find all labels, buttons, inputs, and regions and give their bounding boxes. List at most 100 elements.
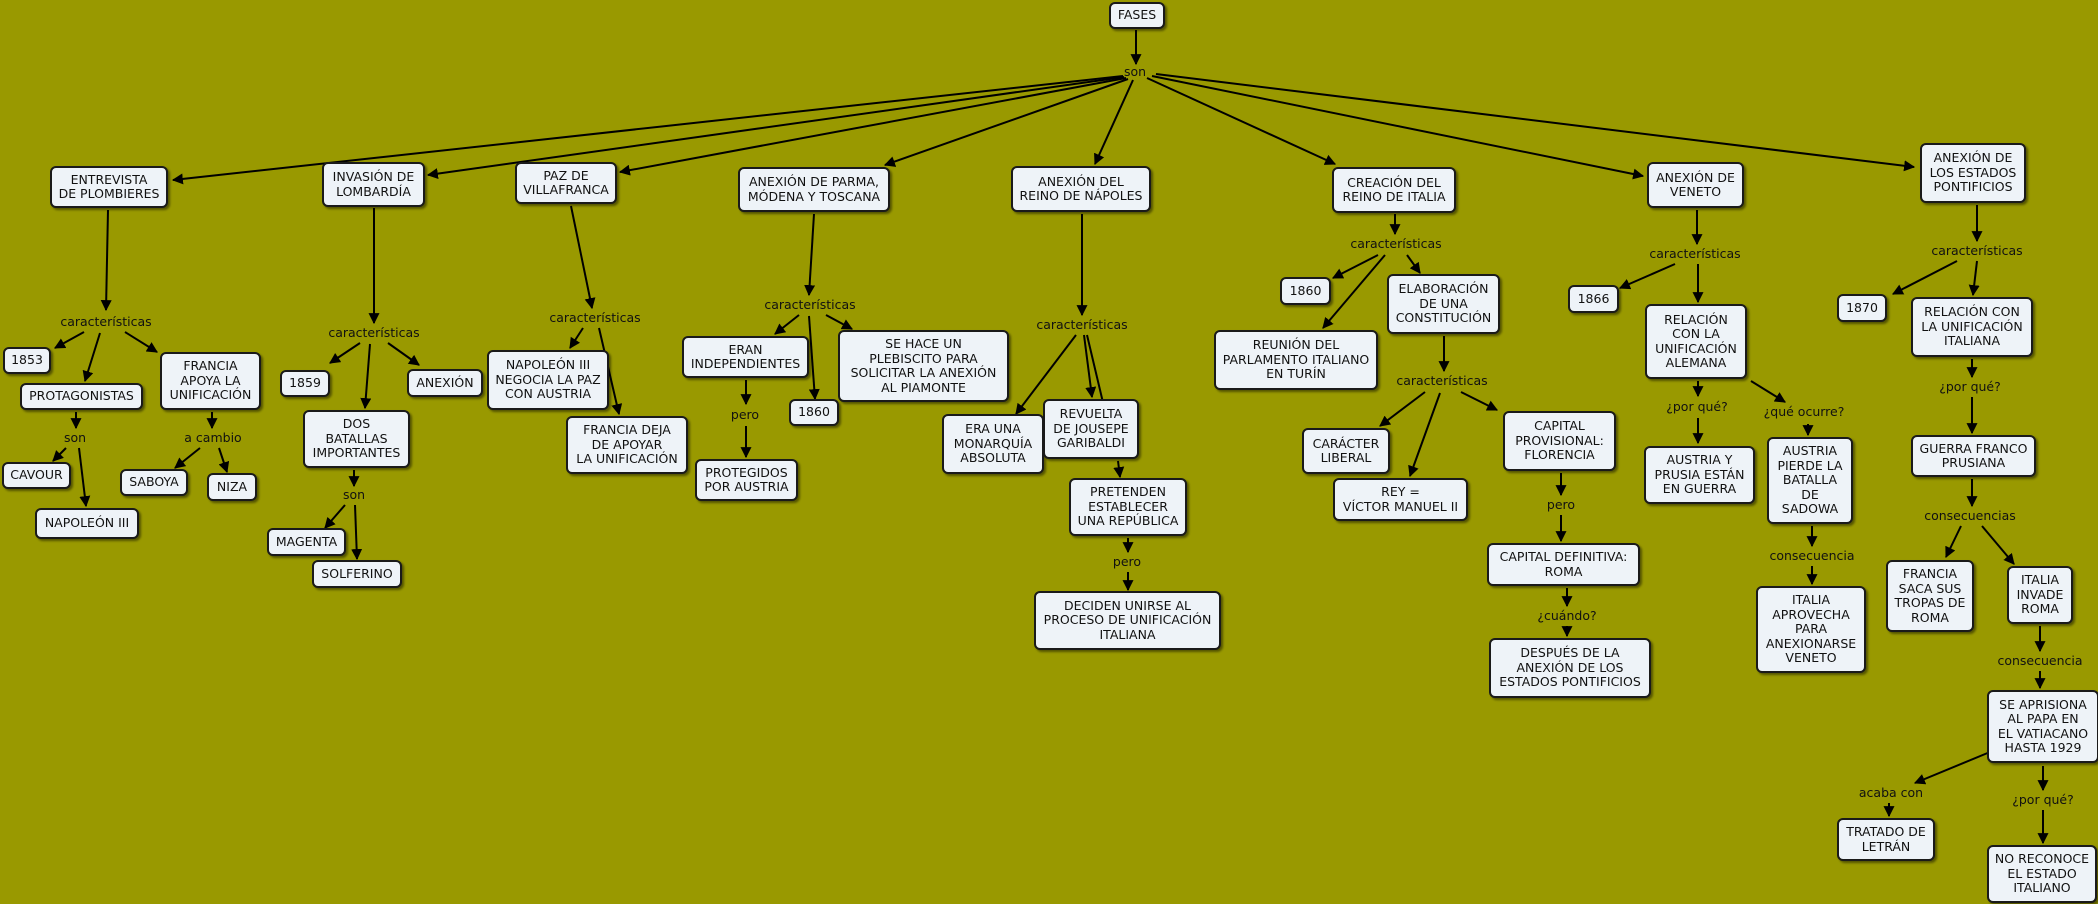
node-italia-aprovecha[interactable]: ITALIA APROVECHA PARA ANEXIONARSE VENETO <box>1756 586 1866 673</box>
node-reunion[interactable]: REUNIÓN DEL PARLAMENTO ITALIANO EN TURÍN <box>1214 330 1378 390</box>
node-protegidos[interactable]: PROTEGIDOS POR AUSTRIA <box>695 459 798 501</box>
label-pero-parma: pero <box>730 407 760 422</box>
connector-arrow-43 <box>1332 254 1379 279</box>
connector-arrow-70 <box>1981 525 2015 565</box>
connector-arrow-45 <box>1406 254 1421 274</box>
node-napoleon-iii[interactable]: NAPOLEÓN III <box>35 508 139 539</box>
node-1870[interactable]: 1870 <box>1837 294 1887 322</box>
node-1860-parma[interactable]: 1860 <box>789 399 839 426</box>
node-monarquia[interactable]: ERA UNA MONARQUÍA ABSOLUTA <box>942 414 1044 474</box>
node-despues[interactable]: DESPUÉS DE LA ANEXIÓN DE LOS ESTADOS PON… <box>1489 638 1651 698</box>
node-anexion[interactable]: ANEXIÓN <box>407 369 483 397</box>
node-eran-independientes[interactable]: ERAN INDEPENDIENTES <box>682 336 809 378</box>
node-saboya[interactable]: SABOYA <box>120 469 188 496</box>
node-no-reconoce[interactable]: NO RECONOCE EL ESTADO ITALIANO <box>1987 845 2097 903</box>
node-capital-provisional[interactable]: CAPITAL PROVISIONAL: FLORENCIA <box>1503 411 1616 471</box>
label-car-lombardia: características <box>328 325 420 340</box>
node-solferino[interactable]: SOLFERINO <box>312 560 402 588</box>
node-francia-apoya[interactable]: FRANCIA APOYA LA UNIFICACIÓN <box>160 352 261 410</box>
node-magenta[interactable]: MAGENTA <box>267 528 346 556</box>
node-fases[interactable]: FASES <box>1109 2 1165 29</box>
connector-arrow-32 <box>825 314 853 330</box>
node-austria-prusia[interactable]: AUSTRIA Y PRUSIA ESTÁN EN GUERRA <box>1644 446 1755 504</box>
node-dos-batallas[interactable]: DOS BATALLAS IMPORTANTES <box>303 410 410 468</box>
node-relacion-italiana[interactable]: RELACIÓN CON LA UNIFICACIÓN ITALIANA <box>1911 297 2033 357</box>
node-pretenden[interactable]: PRETENDEN ESTABLECER UNA REPÚBLICA <box>1069 478 1187 536</box>
node-tratado[interactable]: TRATADO DE LETRÁN <box>1837 818 1935 861</box>
connector-arrow-15 <box>78 447 91 508</box>
label-car-plombieres: características <box>60 314 152 329</box>
connector-arrow-55 <box>1618 263 1676 290</box>
connector-arrow-69 <box>1945 525 1962 558</box>
node-revuelta[interactable]: REVUELTA DE JOUSEPE GARIBALDI <box>1043 399 1139 459</box>
connector-arrow-29 <box>804 213 816 297</box>
node-caracter-liberal[interactable]: CARÁCTER LIBERAL <box>1302 428 1390 474</box>
node-guerra-franco[interactable]: GUERRA FRANCO PRUSIANA <box>1911 435 2036 477</box>
connector-arrow-65 <box>1968 260 1980 297</box>
connector-arrow-3 <box>618 77 1127 176</box>
node-niza[interactable]: NIZA <box>207 473 257 501</box>
node-plombieres[interactable]: ENTREVISTA DE PLOMBIERES <box>50 166 168 208</box>
node-creacion[interactable]: CREACIÓN DEL REINO DE ITALIA <box>1332 167 1456 213</box>
node-italia-invade[interactable]: ITALIA INVADE ROMA <box>2007 566 2073 624</box>
node-protagonistas[interactable]: PROTAGONISTAS <box>20 383 143 410</box>
connector-arrow-17 <box>174 447 201 469</box>
node-se-aprisiona[interactable]: SE APRISIONA AL PAPA EN EL VATIACANO HAS… <box>1987 690 2098 763</box>
connector-arrow-24 <box>324 504 346 529</box>
node-pontificios[interactable]: ANEXIÓN DE LOS ESTADOS PONTIFICIOS <box>1920 143 2026 203</box>
connector-arrow-30 <box>774 314 800 335</box>
connector-arrow-73 <box>1913 751 1991 785</box>
connector-arrow-20 <box>329 342 361 364</box>
node-francia-deja[interactable]: FRANCIA DEJA DE APOYAR LA UNIFICACIÓN <box>566 416 688 474</box>
node-villafranca[interactable]: PAZ DE VILLAFRANCA <box>515 162 617 204</box>
connector-arrow-21 <box>360 343 372 410</box>
node-cavour[interactable]: CAVOUR <box>2 462 71 489</box>
node-deciden[interactable]: DECIDEN UNIRSE AL PROCESO DE UNIFICACIÓN… <box>1034 591 1221 650</box>
node-1853[interactable]: 1853 <box>3 347 51 374</box>
label-consecuencia-roma: consecuencia <box>1997 653 2083 668</box>
connector-arrow-47 <box>1379 391 1426 427</box>
node-napoleon-paz[interactable]: NAPOLEÓN III NEGOCIA LA PAZ CON AUSTRIA <box>487 350 609 410</box>
node-lombardia[interactable]: INVASIÓN DE LOMBARDÍA <box>322 162 425 207</box>
connector-arrow-14 <box>52 447 67 462</box>
connector-arrow-64 <box>1892 260 1958 295</box>
label-consecuencias: consecuencias <box>1924 508 2016 523</box>
label-son-main: son <box>1123 64 1147 79</box>
label-por-que-veneto: ¿por qué? <box>1666 399 1728 414</box>
connector-arrow-48 <box>1408 392 1441 478</box>
connector-arrow-11 <box>82 332 101 383</box>
connector-arrow-26 <box>570 205 596 310</box>
label-consecuencia-veneto: consecuencia <box>1769 548 1855 563</box>
node-relacion-alemana[interactable]: RELACIÓN CON LA UNIFICACIÓN ALEMANA <box>1645 304 1747 379</box>
connector-arrow-25 <box>351 504 363 561</box>
node-parma[interactable]: ANEXIÓN DE PARMA, MÓDENA Y TOSCANA <box>738 167 890 212</box>
node-1860-creacion[interactable]: 1860 <box>1280 277 1331 305</box>
node-austria-pierde[interactable]: AUSTRIA PIERDE LA BATALLA DE SADOWA <box>1767 437 1853 524</box>
node-1859[interactable]: 1859 <box>280 370 330 397</box>
connector-arrow-27 <box>569 327 584 349</box>
connector-arrow-39 <box>1113 460 1125 479</box>
label-car-constitucion: características <box>1396 373 1488 388</box>
connector-arrow-59 <box>1750 380 1786 403</box>
connector-arrow-10 <box>54 331 85 349</box>
node-capital-definitiva[interactable]: CAPITAL DEFINITIVA: ROMA <box>1487 543 1640 586</box>
node-plebiscito[interactable]: SE HACE UN PLEBISCITO PARA SOLICITAR LA … <box>838 330 1009 402</box>
connector-arrow-5 <box>1094 79 1134 166</box>
connector-arrow-36 <box>1015 334 1077 415</box>
node-rey[interactable]: REY = VÍCTOR MANUEL II <box>1333 478 1468 521</box>
label-pero-capital: pero <box>1546 497 1576 512</box>
node-1866[interactable]: 1866 <box>1568 285 1619 313</box>
connector-arrow-6 <box>1146 77 1337 165</box>
label-son-batallas: son <box>342 487 366 502</box>
connector-arrow-1 <box>171 75 1124 185</box>
label-acaba-con: acaba con <box>1858 785 1924 800</box>
connector-arrow-18 <box>218 447 230 474</box>
node-elaboracion[interactable]: ELABORACIÓN DE UNA CONSTITUCIÓN <box>1387 274 1500 334</box>
node-veneto[interactable]: ANEXIÓN DE VENETO <box>1647 162 1744 208</box>
node-napoles[interactable]: ANEXIÓN DEL REINO DE NÁPOLES <box>1011 166 1151 212</box>
connector-arrow-12 <box>124 331 158 353</box>
node-francia-saca[interactable]: FRANCIA SACA SUS TROPAS DE ROMA <box>1886 560 1974 632</box>
connector-arrow-2 <box>426 76 1125 180</box>
label-car-creacion: características <box>1350 236 1442 251</box>
